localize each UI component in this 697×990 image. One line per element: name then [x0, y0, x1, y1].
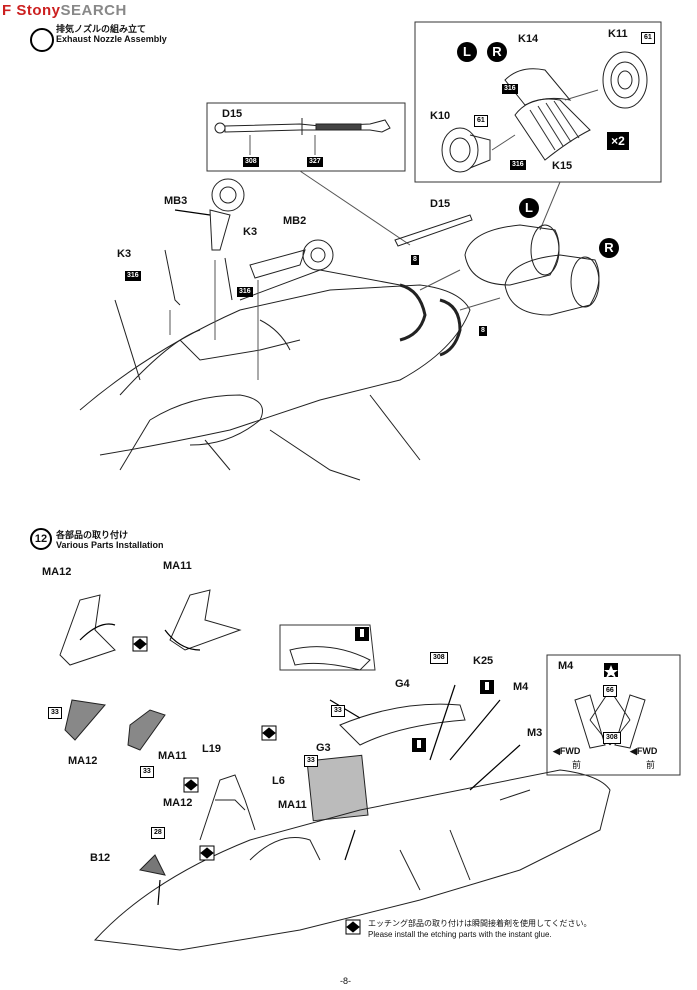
label-d15-top: D15: [222, 108, 243, 120]
page-number: -8-: [340, 976, 351, 986]
marker-right-2: R: [599, 238, 619, 258]
code-316a: 316: [502, 84, 518, 94]
code-61a: 61: [641, 32, 655, 44]
step12-title-en: Various Parts Installation: [56, 540, 164, 550]
code-308b: 308: [430, 652, 448, 664]
marker-right: R: [487, 42, 507, 62]
step11-marker: [30, 28, 54, 52]
label-ma11-mid: MA11: [158, 750, 187, 762]
label-k10: K10: [430, 110, 451, 122]
label-mb3: MB3: [164, 195, 188, 207]
code-33b: 33: [140, 766, 154, 778]
code-316d: 316: [237, 287, 253, 297]
watermark: F StonySEARCH: [2, 2, 127, 19]
code-33d: 33: [304, 755, 318, 767]
label-m4-box: M4: [558, 660, 574, 672]
label-m3: M3: [527, 727, 543, 739]
code-8a: 8: [411, 255, 419, 265]
fwd-right-text: FWD: [636, 746, 658, 756]
label-l6: L6: [272, 775, 285, 787]
label-ma12-low: MA12: [163, 797, 193, 809]
code-28: 28: [151, 827, 165, 839]
label-k11: K11: [608, 28, 628, 40]
note-jp: エッチング部品の取り付けは瞬間接着剤を使用してください。: [368, 919, 592, 928]
fwd-right-jp: 前: [646, 760, 656, 770]
marker-left: L: [457, 42, 477, 62]
code-308c: 308: [603, 732, 621, 744]
label-b12: B12: [90, 852, 111, 864]
label-k25: K25: [473, 655, 494, 667]
step12-title-jp: 各部品の取り付け: [56, 530, 129, 540]
label-m4: M4: [513, 681, 529, 693]
m4-detail-box: [546, 654, 681, 776]
nozzle-parts-box: [414, 21, 662, 183]
label-ma11-low: MA11: [278, 799, 307, 811]
label-ma12-top: MA12: [42, 566, 72, 578]
label-d15-mid: D15: [430, 198, 451, 210]
label-ma11-top: MA11: [163, 560, 192, 572]
label-mb2: MB2: [283, 215, 307, 227]
d15-callout-box: [206, 102, 406, 172]
code-327: 327: [307, 157, 323, 167]
code-316b: 316: [510, 160, 526, 170]
label-k3-mid: K3: [243, 226, 258, 238]
code-8b: 8: [479, 326, 487, 336]
step11-title-jp: 排気ノズルの組み立て: [56, 24, 147, 34]
label-g4: G4: [395, 678, 410, 690]
fwd-right-arrow: ◀FWD: [630, 746, 658, 756]
code-61b: 61: [474, 115, 488, 127]
label-k15: K15: [552, 160, 573, 172]
marker-left-2: L: [519, 198, 539, 218]
label-g3: G3: [316, 742, 331, 754]
code-308a: 308: [243, 157, 259, 167]
label-k14: K14: [518, 33, 539, 45]
step11-title-en: Exhaust Nozzle Assembly: [56, 34, 167, 44]
fwd-left-text: FWD: [559, 746, 581, 756]
label-k3-left: K3: [117, 248, 132, 260]
code-66: 66: [603, 685, 617, 697]
step12-number: 12: [30, 528, 52, 550]
code-316c: 316: [125, 271, 141, 281]
label-ma12-mid: MA12: [68, 755, 98, 767]
watermark-grey: SEARCH: [60, 2, 127, 19]
watermark-red: F Stony: [2, 2, 61, 19]
code-33a: 33: [48, 707, 62, 719]
fwd-left-arrow: ◀FWD: [553, 746, 581, 756]
code-33c: 33: [331, 705, 345, 717]
fwd-left-jp: 前: [572, 760, 582, 770]
multiplier-badge: ×2: [607, 132, 629, 150]
label-l19: L19: [202, 743, 221, 755]
note-en: Please install the etching parts with th…: [368, 930, 552, 939]
